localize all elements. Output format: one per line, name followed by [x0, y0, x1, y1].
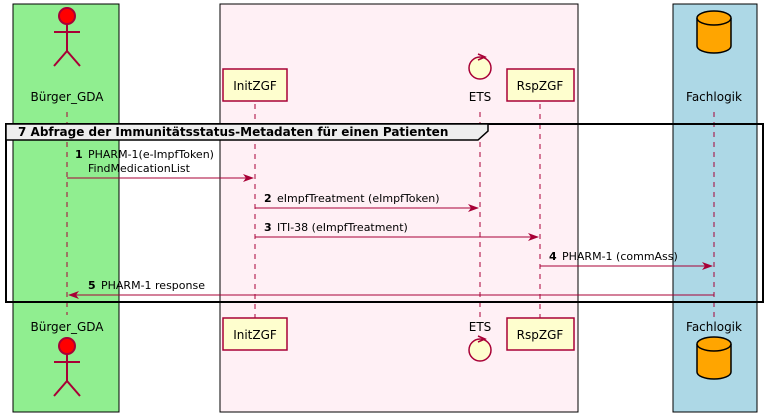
- participant-buerger-bottom: Bürger_GDA: [30, 320, 104, 397]
- arrowhead: [243, 174, 254, 182]
- participant-initzgf-top: InitZGF: [222, 68, 288, 102]
- database-icon: [696, 10, 732, 54]
- message-number: 3: [264, 221, 272, 234]
- participant-label-fachlogik: Fachlogik: [686, 90, 742, 104]
- actor-icon: [53, 7, 81, 67]
- participant-label-ets: ETS: [469, 320, 492, 334]
- message-number: 2: [264, 192, 272, 205]
- message-number: 1: [75, 148, 83, 161]
- arrowhead: [68, 291, 79, 299]
- message-number: 5: [88, 279, 96, 292]
- participant-buerger-top: Bürger_GDA: [30, 7, 104, 104]
- participant-label-fachlogik: Fachlogik: [686, 320, 742, 334]
- message-label-line: PHARM-1 response: [101, 279, 205, 292]
- message-4: 4 PHARM-1 (commAss): [540, 250, 713, 270]
- participant-label-buerger: Bürger_GDA: [30, 320, 104, 334]
- message-2: 2 eImpfTreatment (eImpfToken): [255, 192, 479, 212]
- arrowhead: [468, 204, 479, 212]
- actor-icon: [53, 337, 81, 397]
- participant-rspzgf-top: RspZGF: [506, 68, 575, 102]
- participant-initzgf-bottom: InitZGF: [222, 317, 288, 351]
- participant-ets-bottom: ETS: [468, 320, 492, 362]
- participant-label-rspzgf: RspZGF: [517, 79, 564, 93]
- participant-label-rspzgf: RspZGF: [517, 328, 564, 342]
- participant-label-buerger: Bürger_GDA: [30, 90, 104, 104]
- participant-label-initzgf: InitZGF: [233, 328, 277, 342]
- message-label-line: PHARM-1(e-ImpfToken): [88, 148, 214, 161]
- control-icon: [468, 335, 492, 362]
- message-1: 1 PHARM-1(e-ImpfToken) FindMedicationLis…: [67, 148, 254, 182]
- message-label-line: ITI-38 (eImpfTreatment): [277, 221, 408, 234]
- control-icon: [468, 53, 492, 80]
- arrowhead: [528, 233, 539, 241]
- participant-rspzgf-bottom: RspZGF: [506, 317, 575, 351]
- group-tab: [5, 123, 489, 141]
- participant-fachlogik-top: Fachlogik: [686, 10, 742, 104]
- participant-label-initzgf: InitZGF: [233, 79, 277, 93]
- participant-label-ets: ETS: [469, 90, 492, 104]
- participant-fachlogik-bottom: Fachlogik: [686, 320, 742, 380]
- participant-ets-top: ETS: [468, 53, 492, 104]
- message-label-line: PHARM-1 (commAss): [562, 250, 678, 263]
- message-number: 4: [549, 250, 557, 263]
- message-3: 3 ITI-38 (eImpfTreatment): [255, 221, 539, 241]
- message-label-line: FindMedicationList: [88, 162, 191, 175]
- arrowhead: [702, 262, 713, 270]
- database-icon: [696, 336, 732, 380]
- group-label: 7 Abfrage der Immunitätsstatus-Metadaten…: [18, 125, 448, 139]
- box-fachlogik: [672, 3, 758, 413]
- lifelines: [66, 104, 715, 318]
- message-5: 5 PHARM-1 response: [68, 279, 714, 299]
- message-label-line: eImpfTreatment (eImpfToken): [277, 192, 440, 205]
- group-frame: 7 Abfrage der Immunitätsstatus-Metadaten…: [5, 123, 764, 303]
